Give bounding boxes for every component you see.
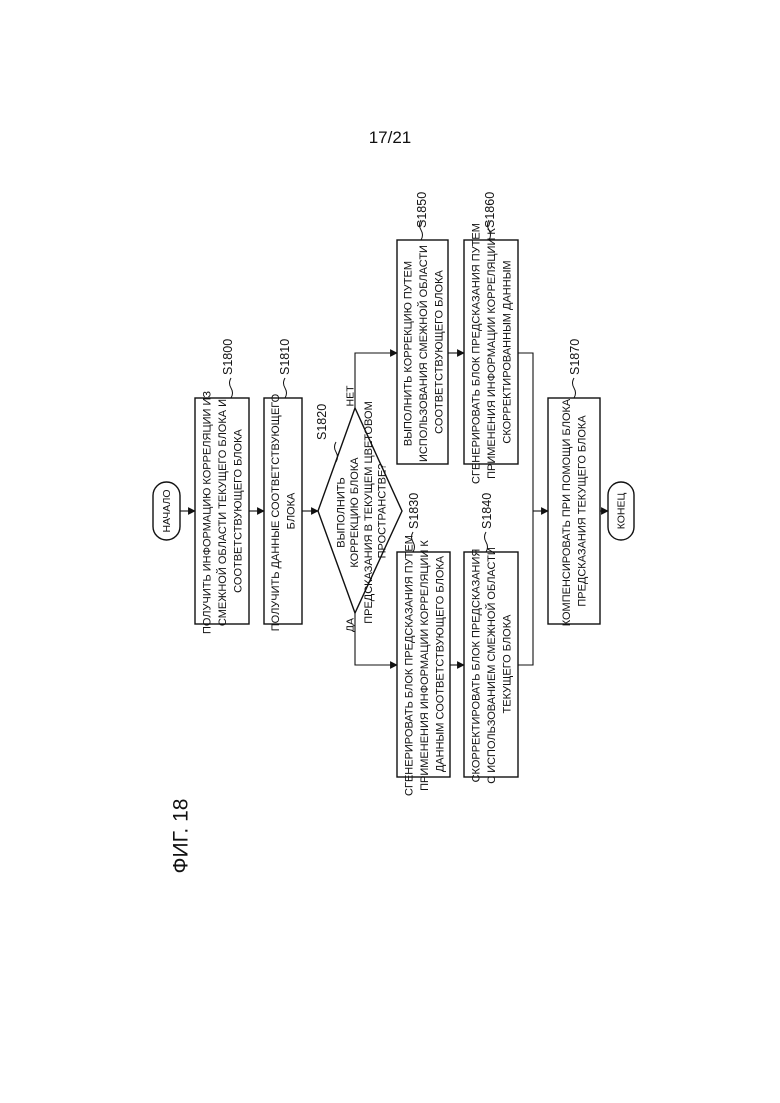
branch-no-label: НЕТ — [345, 385, 357, 407]
leader-s1810 — [284, 378, 287, 398]
end-label: КОНЕЦ — [616, 493, 628, 530]
edge-no-s1850 — [355, 353, 397, 408]
start-label: НАЧАЛО — [161, 489, 173, 532]
s1820-text: ВЫПОЛНИТЬ КОРРЕКЦИЮ БЛОКА ПРЕДСКАЗАНИЯ В… — [335, 398, 388, 624]
figure-label: ФИГ. 18 — [169, 799, 192, 874]
s1850-text: ВЫПОЛНИТЬ КОРРЕКЦИЮ ПУТЕМ ИСПОЛЬЗОВАНИЯ … — [402, 242, 445, 462]
edge-s1860-merge — [518, 353, 533, 511]
s1830-step-label: S1830 — [407, 493, 421, 529]
edge-yes-s1830 — [355, 613, 397, 665]
s1850-step-label: S1850 — [415, 192, 429, 228]
s1830-text: СГЕНЕРИРОВАТЬ БЛОК ПРЕДСКАЗАНИЯ ПУТЕМ ПР… — [403, 532, 446, 796]
s1860-step-label: S1860 — [483, 192, 497, 228]
s1800-step-label: S1800 — [221, 339, 235, 375]
s1820-step-label: S1820 — [315, 404, 329, 440]
s1840-step-label: S1840 — [480, 493, 494, 529]
leader-s1800 — [230, 378, 233, 398]
edge-s1840-merge — [518, 511, 533, 665]
branch-yes-label: ДА — [345, 618, 357, 632]
leader-s1870 — [573, 378, 576, 398]
s1870-step-label: S1870 — [568, 339, 582, 375]
s1810-step-label: S1810 — [278, 339, 292, 375]
process-s1870 — [548, 398, 600, 624]
